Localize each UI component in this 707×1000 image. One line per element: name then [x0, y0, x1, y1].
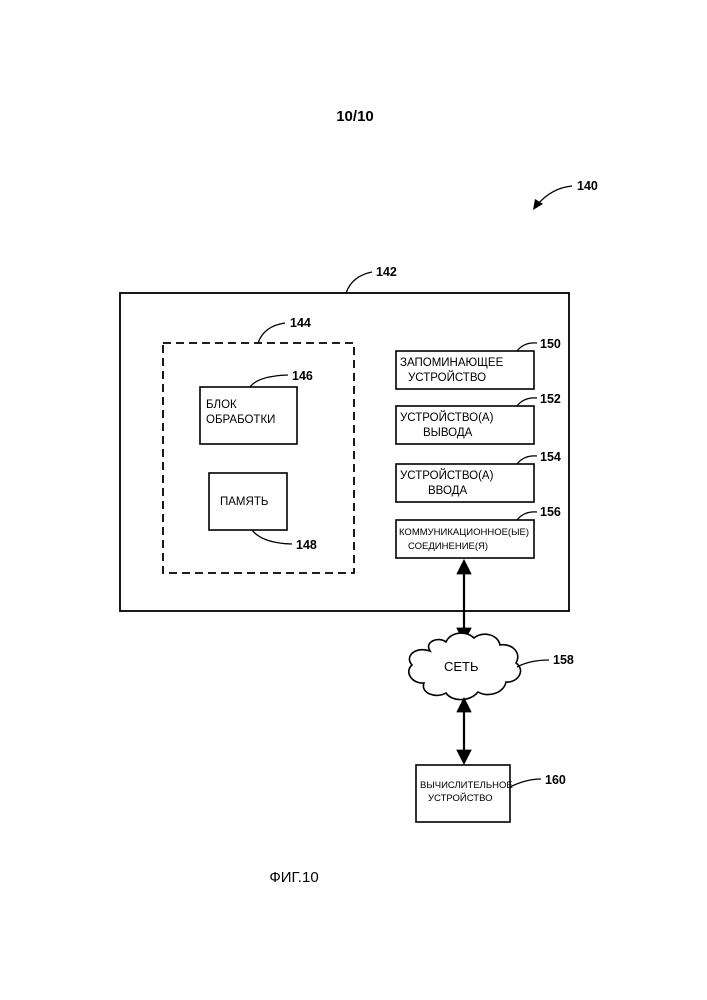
- computing-device-ref-number: 160: [545, 773, 566, 787]
- comm-connections-label-line2: СОЕДИНЕНИЕ(Я): [408, 541, 488, 552]
- overall-ref-arrow: [538, 186, 572, 204]
- system-box: [120, 293, 569, 611]
- comm-connections-box: [396, 520, 534, 558]
- storage-label-line2: УСТРОЙСТВО: [408, 371, 486, 384]
- computing-device-block: ВЫЧИСЛИТЕЛЬНОЕ УСТРОЙСТВО 160: [416, 765, 566, 822]
- network-ref-number: 158: [553, 653, 574, 667]
- network-label: СЕТЬ: [444, 659, 479, 674]
- processing-unit-ref-number: 146: [292, 369, 313, 383]
- output-devices-label-line1: УСТРОЙСТВО(А): [400, 411, 494, 424]
- processing-unit-label-line2: ОБРАБОТКИ: [206, 414, 275, 426]
- computing-device-label-line2: УСТРОЙСТВО: [428, 792, 493, 804]
- overall-ref-number: 140: [577, 179, 598, 193]
- comm-connections-label-line1: КОММУНИКАЦИОННОЕ(ЫЕ): [399, 527, 529, 538]
- system-leader-line: [346, 272, 372, 293]
- figure-caption: ФИГ.10: [269, 869, 318, 886]
- output-devices-ref-number: 152: [540, 392, 561, 406]
- input-devices-label-line1: УСТРОЙСТВО(А): [400, 469, 494, 482]
- memory-label: ПАМЯТЬ: [220, 496, 268, 508]
- processing-group-ref-number: 144: [290, 316, 311, 330]
- overall-reference: 140: [533, 179, 598, 210]
- computing-device-leader-line: [510, 779, 541, 787]
- storage-label-line1: ЗАПОМИНАЮЩЕЕ: [400, 357, 504, 369]
- input-devices-label-line2: ВВОДА: [428, 485, 467, 497]
- network-block: СЕТЬ 158: [409, 633, 574, 700]
- memory-ref-number: 148: [296, 538, 317, 552]
- system-ref-number: 142: [376, 265, 397, 279]
- processing-unit-label-line1: БЛОК: [206, 399, 237, 411]
- input-devices-ref-number: 154: [540, 450, 561, 464]
- output-devices-label-line2: ВЫВОДА: [423, 427, 473, 439]
- storage-ref-number: 150: [540, 337, 561, 351]
- sheet-number: 10/10: [336, 108, 374, 125]
- network-leader-line: [517, 660, 549, 667]
- comm-connections-ref-number: 156: [540, 505, 561, 519]
- computing-device-label-line1: ВЫЧИСЛИТЕЛЬНОЕ: [420, 780, 513, 791]
